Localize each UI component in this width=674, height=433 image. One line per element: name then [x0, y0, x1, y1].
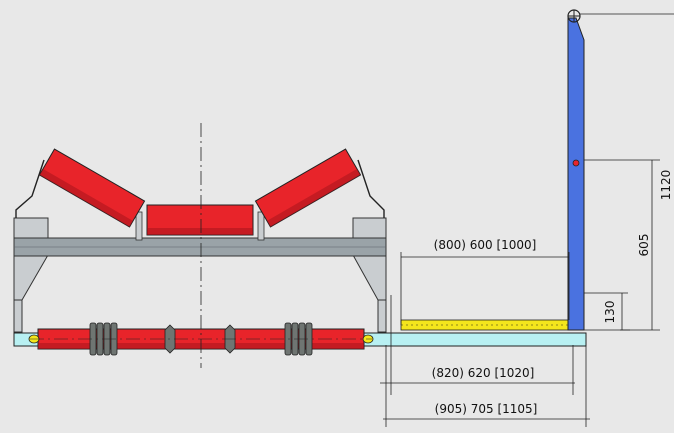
dim-mid-width-label: (820) 620 [1020] — [432, 366, 535, 380]
dim-bottom-width-label: (905) 705 [1105] — [435, 402, 538, 416]
dimension-lines — [380, 13, 674, 427]
bellows-right — [284, 322, 313, 356]
center-roller — [146, 204, 254, 236]
dim-height-low-label: 130 — [603, 301, 617, 324]
dim-top-width-label: (800) 600 [1000] — [434, 238, 537, 252]
right-wing-roller — [254, 148, 362, 228]
left-bracket — [15, 159, 45, 218]
frame-left-support — [13, 217, 49, 333]
right-bracket — [357, 159, 385, 218]
handrail-post — [567, 17, 585, 331]
left-wing-roller — [38, 148, 146, 228]
handrail-mid-pivot — [572, 159, 580, 167]
dim-height-total-label: 1120 — [659, 170, 673, 201]
frame-right-support — [352, 217, 387, 333]
dim-height-mid-label: 605 — [637, 234, 651, 257]
